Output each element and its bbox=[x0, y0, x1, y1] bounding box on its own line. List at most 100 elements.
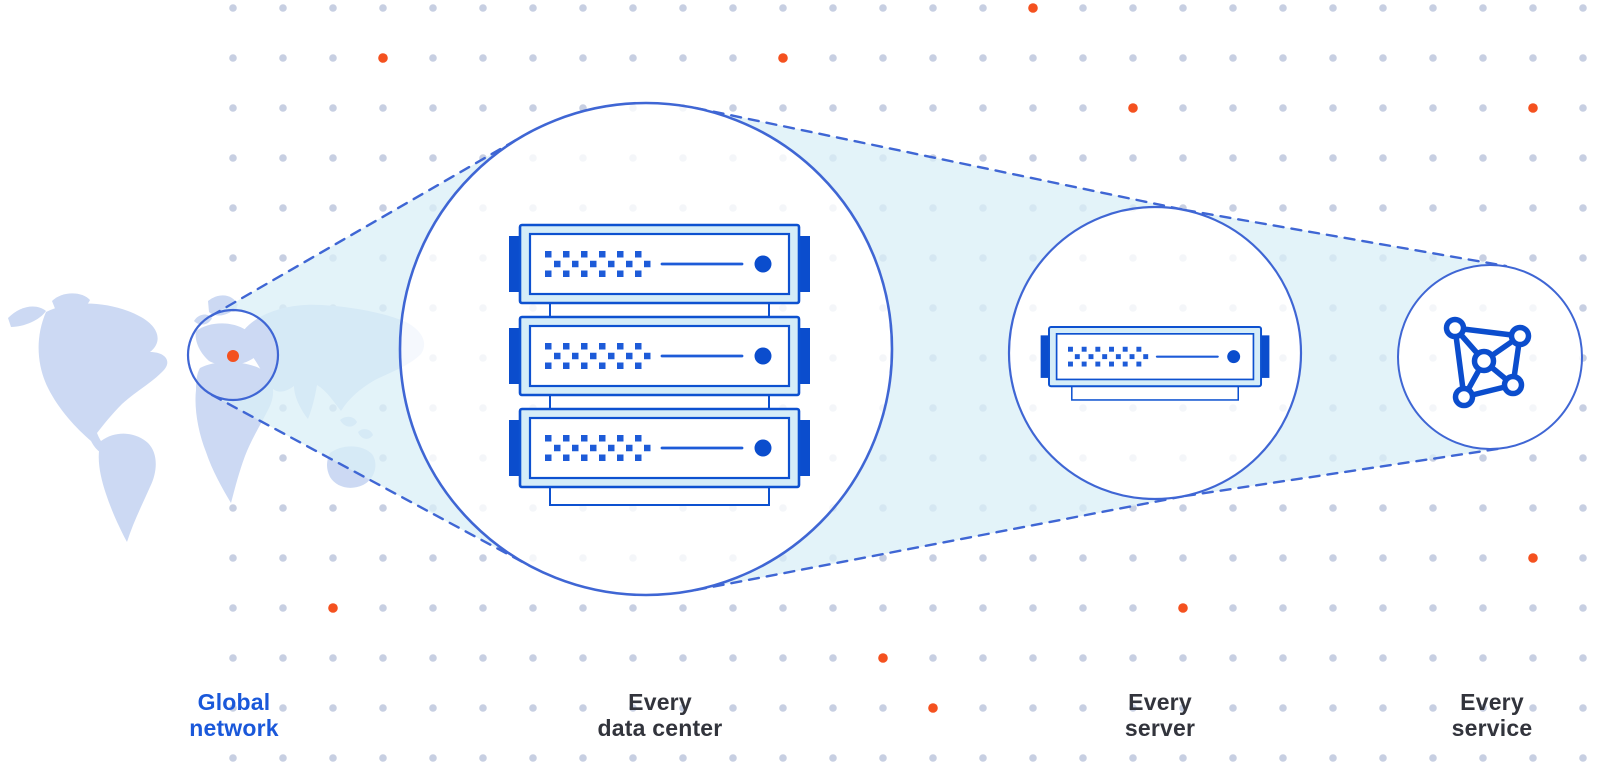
vent-square bbox=[563, 343, 570, 350]
grid-dot bbox=[379, 554, 387, 562]
grid-dot bbox=[1579, 154, 1587, 162]
vent-square bbox=[599, 251, 606, 258]
grid-dot bbox=[679, 54, 687, 62]
vent-square bbox=[1081, 361, 1087, 367]
orange-dot bbox=[1028, 3, 1038, 13]
grid-dot bbox=[279, 754, 287, 762]
orange-dot bbox=[928, 703, 938, 713]
grid-dot bbox=[1329, 4, 1337, 12]
grid-dot bbox=[779, 654, 787, 662]
grid-dot bbox=[379, 704, 387, 712]
grid-dot bbox=[1279, 154, 1287, 162]
grid-dot bbox=[1429, 204, 1437, 212]
grid-dot bbox=[1029, 754, 1037, 762]
grid-dot bbox=[1479, 754, 1487, 762]
grid-dot bbox=[1329, 104, 1337, 112]
grid-dot bbox=[879, 4, 887, 12]
grid-dot bbox=[1029, 554, 1037, 562]
vent-square bbox=[581, 270, 588, 277]
vent-square bbox=[581, 435, 588, 442]
grid-dot bbox=[1479, 204, 1487, 212]
grid-dot bbox=[1079, 54, 1087, 62]
server-face bbox=[1055, 333, 1255, 381]
grid-dot bbox=[1179, 104, 1187, 112]
mesh-edge bbox=[1452, 325, 1467, 400]
vent-square bbox=[581, 251, 588, 258]
grid-dot bbox=[629, 604, 637, 612]
grid-dot bbox=[1479, 704, 1487, 712]
grid-dot bbox=[1229, 204, 1237, 212]
vent-square bbox=[626, 444, 633, 452]
grid-dot bbox=[1279, 754, 1287, 762]
grid-dot bbox=[1279, 4, 1287, 12]
grid-dot bbox=[1329, 654, 1337, 662]
vent-square bbox=[1068, 346, 1073, 352]
dashed-line bbox=[694, 494, 1187, 592]
grid-dot bbox=[1479, 654, 1487, 662]
vent-square bbox=[635, 251, 642, 258]
grid-dot bbox=[1079, 554, 1087, 562]
network-mesh-icon bbox=[1443, 316, 1532, 409]
grid-dot bbox=[1229, 54, 1237, 62]
grid-dot bbox=[529, 104, 537, 112]
grid-dot bbox=[579, 4, 587, 12]
grid-dot bbox=[1079, 754, 1087, 762]
grid-dot bbox=[279, 704, 287, 712]
grid-dot bbox=[1279, 504, 1287, 512]
grid-dot bbox=[979, 754, 987, 762]
dashed-line bbox=[210, 393, 532, 568]
vent-square bbox=[590, 444, 597, 452]
grid-dot bbox=[379, 654, 387, 662]
grid-dot bbox=[1579, 204, 1587, 212]
grid-dot bbox=[879, 754, 887, 762]
grid-dot bbox=[529, 654, 537, 662]
orange-dot bbox=[328, 603, 338, 613]
vent-square bbox=[563, 454, 570, 461]
grid-dot bbox=[379, 604, 387, 612]
vent-square bbox=[1095, 346, 1101, 352]
grid-dot bbox=[1279, 704, 1287, 712]
grid-dot bbox=[1229, 154, 1237, 162]
grid-dot bbox=[1329, 54, 1337, 62]
beam-dashed-lines bbox=[209, 106, 1508, 592]
vent-square bbox=[1122, 361, 1128, 367]
grid-dot bbox=[229, 4, 237, 12]
grid-dot bbox=[1529, 204, 1537, 212]
grid-dot bbox=[1429, 504, 1437, 512]
grid-dot bbox=[1429, 654, 1437, 662]
grid-dot bbox=[429, 604, 437, 612]
grid-dot bbox=[329, 204, 337, 212]
grid-dot bbox=[929, 754, 937, 762]
grid-dot bbox=[229, 204, 237, 212]
server-face bbox=[528, 416, 791, 480]
vent-square bbox=[1143, 354, 1149, 360]
grid-dot bbox=[229, 754, 237, 762]
vent-square bbox=[635, 362, 642, 369]
vent-square bbox=[563, 435, 570, 442]
grid-dot bbox=[1579, 404, 1587, 412]
grid-dot bbox=[1579, 254, 1587, 262]
grid-dot bbox=[729, 754, 737, 762]
grid-dot bbox=[929, 554, 937, 562]
grid-dot bbox=[1079, 154, 1087, 162]
label-every-service-line1: Every bbox=[1460, 689, 1524, 715]
server-face bbox=[528, 232, 791, 296]
grid-dot bbox=[1429, 104, 1437, 112]
orange-dot bbox=[778, 53, 788, 63]
grid-dot bbox=[229, 704, 237, 712]
grid-dot bbox=[879, 54, 887, 62]
grid-dot bbox=[1229, 4, 1237, 12]
grid-dot bbox=[1029, 54, 1037, 62]
grid-dot bbox=[729, 4, 737, 12]
grid-dot bbox=[579, 754, 587, 762]
vent-square bbox=[1095, 361, 1101, 367]
grid-dot bbox=[279, 54, 287, 62]
grid-dot bbox=[1579, 754, 1587, 762]
grid-dot bbox=[779, 104, 787, 112]
orange-dot bbox=[1528, 553, 1538, 563]
grid-dot bbox=[529, 704, 537, 712]
grid-dot bbox=[629, 54, 637, 62]
grid-dot bbox=[629, 4, 637, 12]
grid-dot bbox=[1329, 604, 1337, 612]
grid-dot bbox=[879, 704, 887, 712]
